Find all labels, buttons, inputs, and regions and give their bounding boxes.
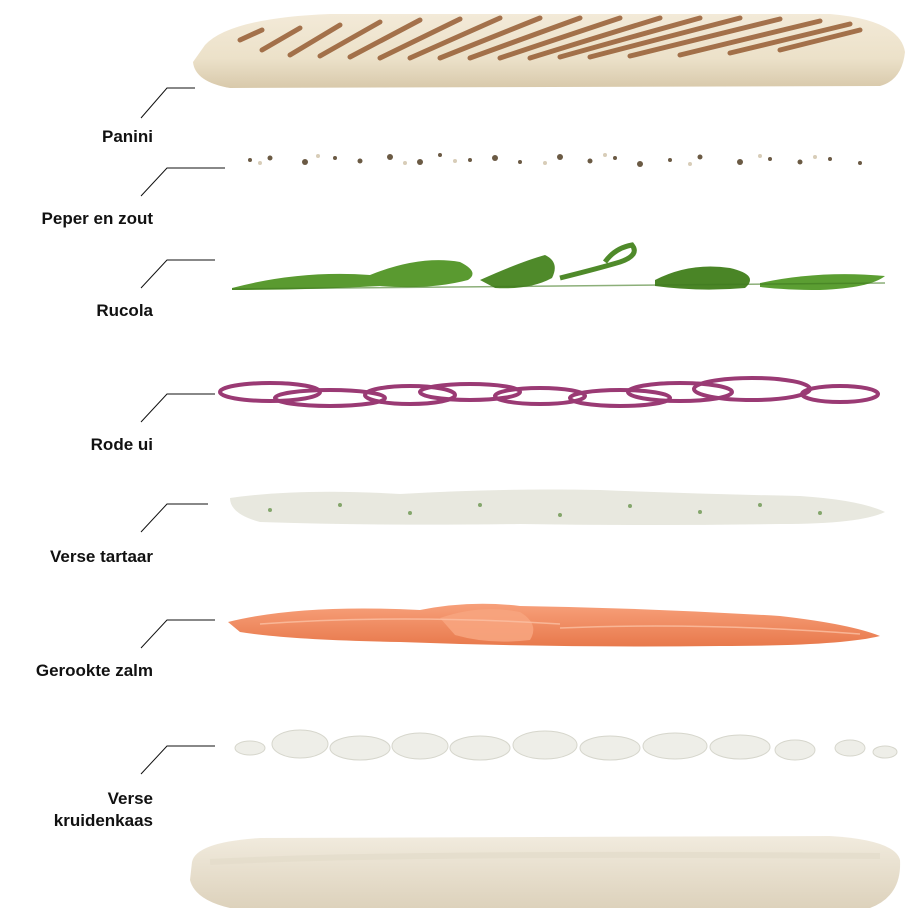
pepper-salt-layer xyxy=(248,153,862,167)
leader-line-cheese xyxy=(141,746,215,774)
label-herb-cheese: Verse kruidenkaas xyxy=(54,788,153,832)
leader-line-tartare xyxy=(141,504,208,532)
onion-layer xyxy=(220,378,878,406)
leader-line-panini xyxy=(141,88,195,118)
leader-line-salmon xyxy=(141,620,215,648)
leader-line-rucola xyxy=(141,260,215,288)
tartare-layer xyxy=(230,490,885,526)
salt-grains xyxy=(258,153,817,166)
label-herb-cheese-line1: Verse xyxy=(54,788,153,810)
leader-line-pepper xyxy=(141,168,225,196)
label-pepper-salt: Peper en zout xyxy=(42,208,153,230)
label-panini: Panini xyxy=(102,126,153,148)
panini-top-bread xyxy=(193,14,905,88)
leader-line-onion xyxy=(141,394,215,422)
label-herb-cheese-line2: kruidenkaas xyxy=(54,810,153,832)
label-tartare: Verse tartaar xyxy=(50,546,153,568)
cheese-layer xyxy=(235,730,897,760)
label-smoked-salmon: Gerookte zalm xyxy=(36,660,153,682)
salmon-layer xyxy=(228,604,880,647)
label-red-onion: Rode ui xyxy=(91,434,153,456)
leader-lines xyxy=(141,88,225,774)
panini-bottom-bread xyxy=(190,836,900,908)
rucola-layer xyxy=(232,245,885,290)
label-rucola: Rucola xyxy=(96,300,153,322)
